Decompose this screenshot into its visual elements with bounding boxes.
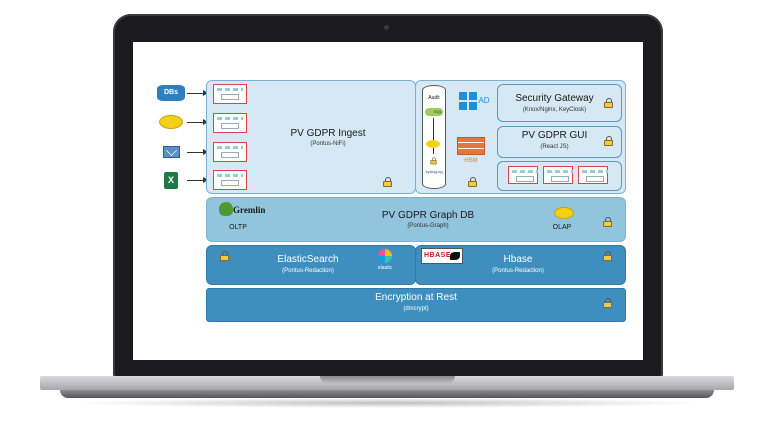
elasticsearch-title: ElasticSearch (277, 254, 339, 265)
audit-cylinder (422, 85, 446, 189)
gremlin-icon (219, 202, 233, 216)
lock-icon (603, 251, 612, 261)
lock-icon (430, 157, 437, 165)
audit-label: Audit (428, 95, 440, 101)
lock-icon (220, 251, 229, 261)
ad-label: AD (478, 96, 490, 105)
laptop-shadow (70, 398, 706, 408)
gui-screenshot-3 (578, 166, 608, 184)
security-gateway-box (497, 84, 622, 122)
elastic-logo-label: elastic (377, 265, 393, 271)
nifi-flow-2 (213, 113, 247, 133)
hsm-firewall-icon (457, 137, 485, 155)
graph-db-title: PV GDPR Graph DB (381, 210, 475, 221)
ingest-subtitle: (Pontus-NiFi) (310, 141, 346, 147)
elastic-logo-icon (378, 249, 392, 263)
lock-icon (604, 136, 613, 146)
lock-icon (603, 298, 612, 308)
source-arrow-1 (187, 90, 208, 96)
laptop-notch (320, 376, 455, 383)
nifi-flow-1 (213, 84, 247, 104)
dbs-label: DBs (163, 89, 178, 96)
nifi-flow-3 (213, 142, 247, 162)
email-icon (163, 145, 180, 158)
hadoop-icon (159, 115, 183, 129)
hbase-subtitle: (Pontus-Redaction) (492, 268, 544, 274)
sql-label: SQL (433, 109, 442, 114)
laptop-base-bottom (60, 390, 714, 398)
encryption-subtitle: (dmcrypt) (403, 306, 429, 312)
olap-label: OLAP (552, 224, 572, 231)
hadoop-small-icon (426, 140, 440, 148)
lock-icon (604, 98, 613, 108)
gui-screenshot-2 (543, 166, 573, 184)
security-gateway-title: Security Gateway (515, 93, 594, 104)
gremlin-label: Gremlin (233, 205, 266, 215)
syslog-label: syslog-ng (425, 169, 443, 174)
graph-db-panel (206, 197, 626, 242)
encryption-panel (206, 288, 626, 322)
source-arrow-2 (187, 119, 208, 125)
lock-icon (383, 177, 392, 187)
elasticsearch-subtitle: (Pontus-Redaction) (282, 268, 334, 274)
gui-box (497, 126, 622, 158)
gui-subtitle: (React JS) (540, 144, 569, 150)
nifi-flow-4 (213, 170, 247, 190)
spark-icon (554, 207, 574, 219)
laptop-base (40, 376, 734, 390)
hbase-title: Hbase (503, 254, 533, 265)
hsm-label: HSM (464, 158, 478, 164)
excel-icon: X (164, 172, 178, 189)
laptop-screen: DBs X PV GDPR Ingest (Pontus-NiFi) Audit… (133, 42, 643, 360)
oltp-label: OLTP (229, 224, 247, 231)
hbase-logo-icon: HBASE (421, 248, 463, 264)
camera-icon (384, 25, 389, 30)
source-arrow-3 (187, 149, 208, 155)
security-gateway-subtitle: (Knox/Nginx, KeyClosk) (522, 107, 587, 113)
audit-flow-line (433, 118, 434, 154)
sql-icon (425, 108, 443, 116)
lock-icon (468, 177, 477, 187)
encryption-title: Encryption at Rest (375, 292, 457, 303)
windows-icon (459, 92, 477, 110)
hbase-logo-label: HBASE (424, 252, 452, 259)
lock-icon (603, 217, 612, 227)
source-arrow-4 (187, 177, 208, 183)
dbs-icon: DBs (157, 85, 185, 101)
gui-title: PV GDPR GUI (521, 130, 588, 141)
graph-db-subtitle: (Pontus-Graph) (407, 223, 449, 229)
ingest-title: PV GDPR Ingest (290, 128, 366, 139)
gui-screenshot-1 (508, 166, 538, 184)
